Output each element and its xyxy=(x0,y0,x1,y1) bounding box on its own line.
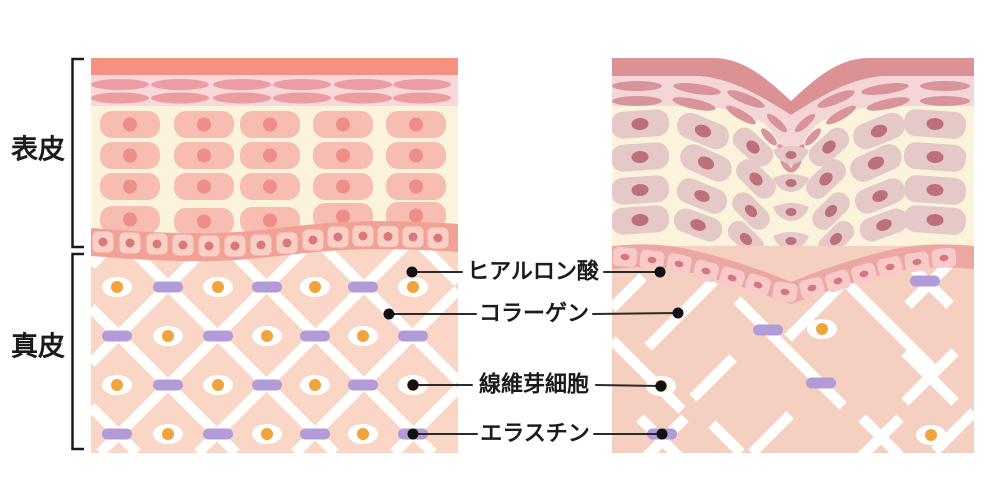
epidermis-label: 表皮 xyxy=(11,135,65,166)
annotation-hyaluronic-acid: ヒアルロン酸 xyxy=(406,260,666,285)
leader-dot xyxy=(383,308,395,320)
dermis-bracket xyxy=(71,252,84,451)
left-elastin-fibers xyxy=(102,281,428,440)
hyaluronic-acid-label: ヒアルロン酸 xyxy=(467,260,600,285)
annotation-elastin: エラスチン xyxy=(407,422,668,447)
leader-dot xyxy=(406,266,418,278)
annotations: ヒアルロン酸 コラーゲン 線維芽細胞 エラスチン xyxy=(383,260,684,447)
left-basal-cells xyxy=(92,225,449,257)
left-cell-nuclei xyxy=(123,117,423,229)
collagen-label: コラーゲン xyxy=(479,302,589,327)
left-flat-cells xyxy=(91,79,451,104)
right-epidermis-cells xyxy=(612,109,967,278)
layer-labels: 表皮 真皮 xyxy=(11,57,84,451)
right-elastin-fibers xyxy=(647,275,940,440)
right-surface-layer-wrinkle xyxy=(612,58,974,115)
dermis-label: 真皮 xyxy=(11,332,65,363)
epidermis-bracket xyxy=(71,57,84,249)
leader-dot xyxy=(407,379,419,391)
left-surface-layer xyxy=(91,58,458,75)
healthy-skin-panel xyxy=(91,58,458,453)
leader-line xyxy=(592,312,679,315)
wrinkled-skin-panel xyxy=(612,58,974,453)
leader-dot xyxy=(656,428,668,440)
leader-dot xyxy=(672,307,684,319)
leader-dot xyxy=(654,266,666,278)
annotation-collagen: コラーゲン xyxy=(383,302,684,327)
right-basal-cells xyxy=(612,247,957,303)
leader-line xyxy=(595,384,662,387)
fibroblast-label: 線維芽細胞 xyxy=(479,372,589,398)
elastin-label: エラスチン xyxy=(480,422,590,447)
leader-dot xyxy=(655,380,667,392)
leader-dot xyxy=(407,428,419,440)
annotation-fibroblast: 線維芽細胞 xyxy=(407,372,667,398)
